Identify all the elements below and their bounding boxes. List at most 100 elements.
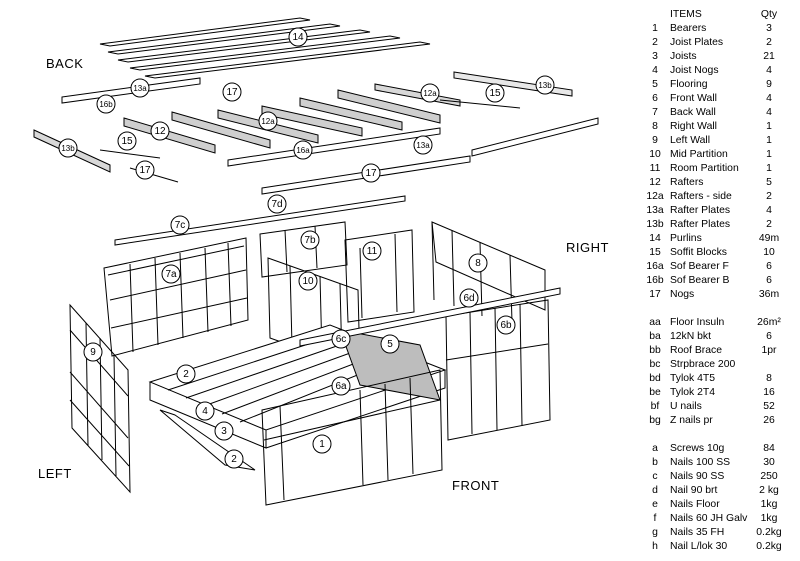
- item-qty: 8: [766, 373, 772, 384]
- callout-label: 13b: [538, 81, 552, 90]
- callout-label: 11: [367, 246, 378, 257]
- callout-label: 10: [302, 276, 314, 287]
- item-qty: 1: [766, 163, 772, 174]
- callout: 13a: [413, 135, 433, 155]
- callout-circle: [485, 83, 505, 103]
- item-code: 17: [649, 289, 661, 300]
- item-qty: 9: [766, 79, 772, 90]
- callout-circle: [224, 449, 244, 469]
- item-name: Floor Insuln: [670, 317, 725, 328]
- callout-circle: [300, 230, 320, 250]
- callout-label: 3: [221, 426, 227, 437]
- item-code: 16a: [646, 261, 664, 272]
- callout: 6d: [459, 288, 479, 308]
- right-wall: [431, 221, 546, 323]
- callout-label: 14: [292, 32, 304, 43]
- item-qty: 6: [766, 261, 772, 272]
- header-items: ITEMS: [670, 9, 702, 20]
- callout-circle: [170, 215, 190, 235]
- callout-label: 16b: [99, 100, 113, 109]
- callout-circle: [130, 78, 150, 98]
- item-name: Sof Bearer B: [670, 275, 730, 286]
- item-name: Front Wall: [670, 93, 717, 104]
- item-qty: 10: [763, 247, 775, 258]
- item-qty: 49m: [758, 233, 780, 244]
- list-item: 16b Sof Bearer B 6: [644, 274, 798, 288]
- item-code: 16b: [646, 275, 664, 286]
- item-qty: 2: [766, 219, 772, 230]
- item-name: Joists: [670, 51, 697, 62]
- label-front: FRONT: [452, 478, 499, 493]
- item-code: bf: [650, 401, 660, 412]
- callout-label: 7c: [175, 220, 186, 231]
- callout-label: 12: [154, 126, 166, 137]
- item-code: 13a: [646, 205, 664, 216]
- item-qty: 1kg: [760, 513, 778, 524]
- callout: 13b: [535, 75, 555, 95]
- item-name: Rafter Plates: [670, 219, 731, 230]
- callout-circle: [214, 421, 234, 441]
- callout-label: 6c: [336, 334, 347, 345]
- item-name: Nails 35 FH: [670, 527, 725, 538]
- item-name: 12kN bkt: [670, 331, 712, 342]
- list-item: bf U nails 52: [644, 400, 798, 414]
- callout: 15: [485, 83, 505, 103]
- callout: 2: [224, 449, 244, 469]
- item-name: Mid Partition: [670, 149, 728, 160]
- item-name: Soffit Blocks: [670, 247, 727, 258]
- item-name: Purlins: [670, 233, 702, 244]
- item-name: Nails 100 SS: [670, 457, 731, 468]
- item-code: 13b: [646, 219, 664, 230]
- item-qty: 52: [763, 401, 775, 412]
- item-name: Rafters - side: [670, 191, 732, 202]
- item-name: Rafters: [670, 177, 704, 188]
- item-code: h: [652, 541, 658, 552]
- item-code: 8: [652, 121, 658, 132]
- callout: 2: [176, 364, 196, 384]
- callout-label: 7a: [165, 269, 177, 280]
- item-qty: 5: [766, 177, 772, 188]
- item-qty: 26: [763, 415, 775, 426]
- header-qty: Qty: [760, 9, 778, 20]
- item-code: 10: [649, 149, 661, 160]
- item-qty: 4: [766, 205, 772, 216]
- callout-label: 13a: [133, 84, 147, 93]
- item-name: Joist Plates: [670, 37, 724, 48]
- callout-label: 12a: [261, 117, 275, 126]
- item-name: Tylok 2T4: [670, 387, 716, 398]
- callout: 14: [288, 27, 308, 47]
- item-qty: 6: [766, 275, 772, 286]
- callout: 1: [312, 434, 332, 454]
- callout: 17: [222, 82, 242, 102]
- callout: 9: [83, 342, 103, 362]
- callout: 15: [117, 131, 137, 151]
- label-back: BACK: [46, 56, 83, 71]
- front-wall-right: [445, 299, 551, 441]
- item-name: Sof Bearer F: [670, 261, 729, 272]
- callout-label: 1: [319, 439, 325, 450]
- item-name: Nails 90 SS: [670, 471, 725, 482]
- callout-label: 4: [202, 406, 208, 417]
- item-name: U nails: [670, 401, 702, 412]
- item-code: e: [652, 499, 658, 510]
- item-code: 5: [652, 79, 658, 90]
- item-qty: 1: [766, 149, 772, 160]
- callout-circle: [361, 163, 381, 183]
- callout: 5: [380, 334, 400, 354]
- item-name: Flooring: [670, 79, 708, 90]
